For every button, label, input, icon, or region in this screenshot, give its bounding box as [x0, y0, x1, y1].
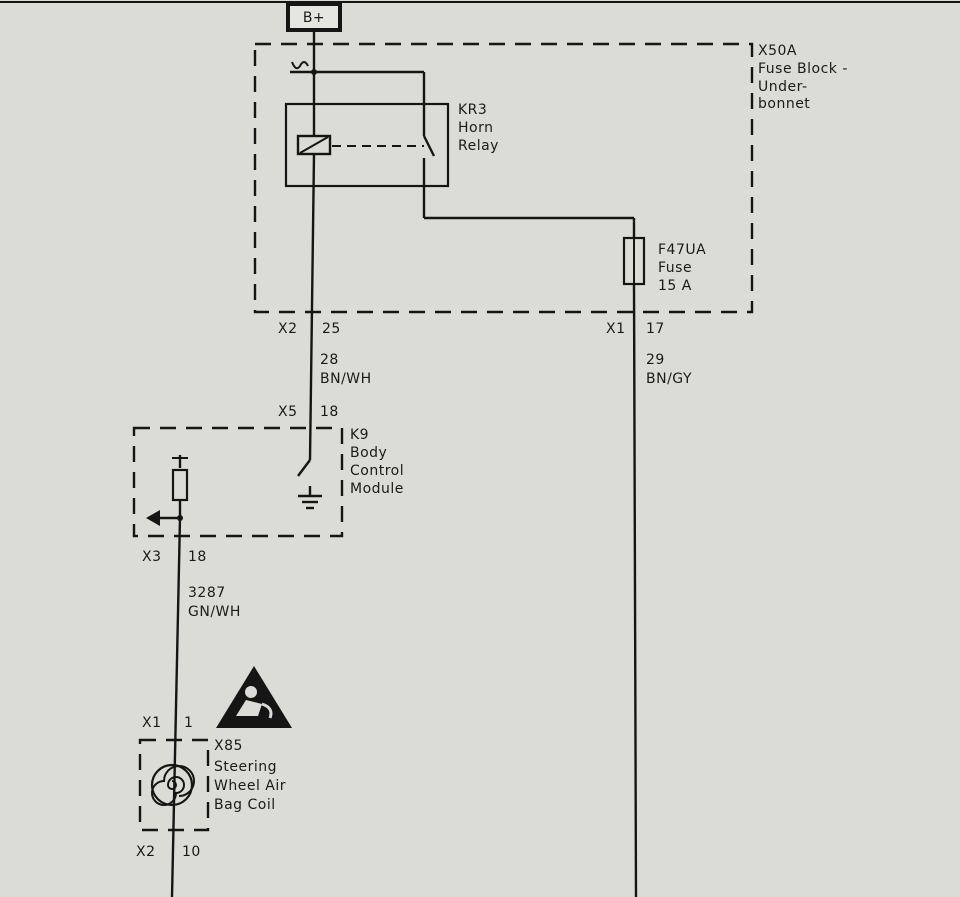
wire-29: [632, 283, 638, 897]
relay-coil: [296, 134, 332, 156]
wire-3287: [170, 517, 182, 897]
coil-name-3: Bag Coil: [214, 797, 276, 813]
coil-boundary: [138, 738, 210, 832]
airbag-warning-icon: [216, 666, 292, 728]
ground-icon: [298, 486, 322, 510]
wire-29-circuit: 29: [646, 352, 665, 368]
bcm-name-1: Body: [350, 445, 387, 461]
relay-name-2: Relay: [458, 138, 499, 154]
pullup-resistor: [171, 468, 189, 502]
fuse-block-ref: X50A: [758, 43, 797, 59]
wire-29-color: BN/GY: [646, 371, 692, 387]
relay-ref: KR3: [458, 102, 487, 118]
x2-25-conn: X2: [278, 321, 298, 337]
bcm-name-2: Control: [350, 463, 404, 479]
x2-10-conn: X2: [136, 844, 156, 860]
bcm-name-3: Module: [350, 481, 404, 497]
bus-hook: [291, 61, 309, 70]
coil-name-1: Steering: [214, 759, 277, 775]
bcm-ref: K9: [350, 427, 369, 443]
relay-name-1: Horn: [458, 120, 493, 136]
fuse-block-name-2: Under-: [758, 79, 808, 95]
wire-28: [308, 153, 316, 461]
wire-28-color: BN/WH: [320, 371, 372, 387]
fuse-rating: 15 A: [658, 278, 692, 294]
clockspring-coil-icon: [150, 763, 195, 807]
fuse-block-name-1: Fuse Block -: [758, 61, 848, 77]
x5-18-pin: 18: [320, 404, 339, 420]
fuse-block-name-3: bonnet: [758, 96, 810, 112]
fuse-ref: F47UA: [658, 242, 706, 258]
power-terminal: B+: [286, 2, 342, 32]
relay-box: [284, 102, 450, 188]
wire-3287-circuit: 3287: [188, 585, 226, 601]
x1-17-pin: 17: [646, 321, 665, 337]
x3-18-conn: X3: [142, 549, 162, 565]
coil-ref: X85: [214, 738, 243, 754]
x2-10-pin: 10: [182, 844, 201, 860]
x1-17-conn: X1: [606, 321, 626, 337]
x2-25-pin: 25: [322, 321, 341, 337]
input-arrow-icon: [146, 510, 160, 526]
relay-contact-switch: [422, 135, 436, 157]
wire-3287-color: GN/WH: [188, 604, 241, 620]
coil-name-2: Wheel Air: [214, 778, 286, 794]
x5-18-conn: X5: [278, 404, 298, 420]
fuse-block-boundary: [253, 42, 754, 314]
bcm-boundary: [132, 426, 344, 538]
power-label: B+: [303, 10, 325, 26]
x3-18-pin: 18: [188, 549, 207, 565]
bcm-switch: [297, 459, 311, 477]
wire-28-circuit: 28: [320, 352, 339, 368]
x1-1-conn: X1: [142, 715, 162, 731]
fuse-name: Fuse: [658, 260, 692, 276]
x1-1-pin: 1: [184, 715, 193, 731]
